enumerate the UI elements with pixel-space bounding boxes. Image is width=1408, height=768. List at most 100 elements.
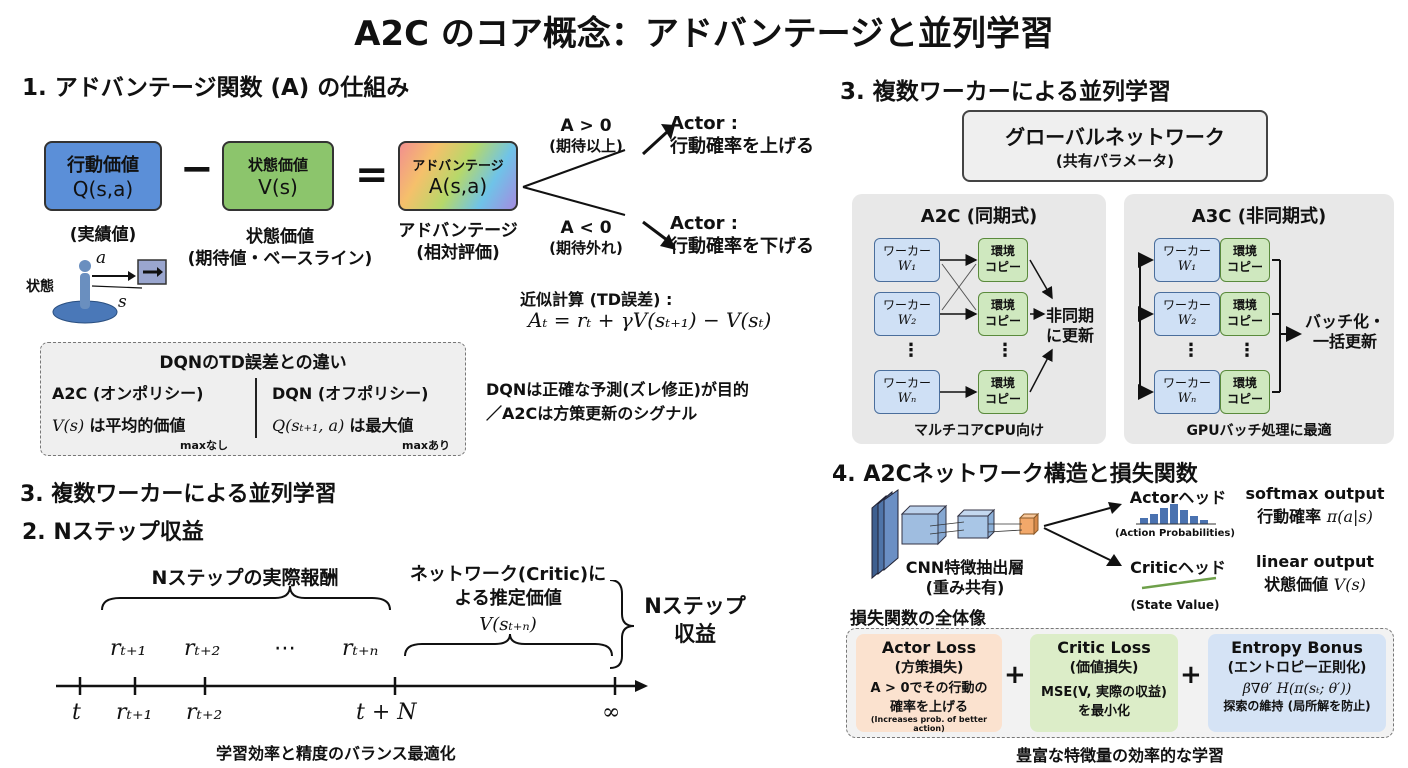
env-label: 環境 <box>990 298 1015 312</box>
entropy-line2: 探索の維持 (局所解を防止) <box>1223 699 1371 713</box>
v-box-expr: V(s) <box>258 174 298 199</box>
a2c-update-2: に更新 <box>1045 326 1094 345</box>
worker-sub: W₁ <box>897 259 917 274</box>
dqn-right-head: DQN (オフポリシー) <box>272 384 429 403</box>
a3c-update-2: 一括更新 <box>1312 332 1377 351</box>
worker-label: ワーカー <box>1162 376 1211 390</box>
softmax-title: softmax output <box>1245 484 1385 503</box>
dqn-right-text: は最大値 <box>349 416 414 435</box>
env-label: 環境 <box>1232 244 1257 258</box>
neg-effect: 行動確率を下げる <box>670 236 814 257</box>
a2c-update-label: 非同期 に更新 <box>1038 306 1102 346</box>
state-value-label: (State Value) <box>1130 598 1220 612</box>
q-box-expr: Q(s,a) <box>72 177 134 201</box>
section-4-heading: 4. A2Cネットワーク構造と損失関数 <box>832 462 1198 487</box>
tick-r2: rₜ₊₂ <box>186 700 223 725</box>
total-2: 収益 <box>674 622 716 646</box>
a2c-env-1: 環境コピー <box>978 238 1028 282</box>
approx-label: 近似計算 (TD誤差) : <box>520 290 673 309</box>
actor-loss-line1: A > 0でその行動の <box>870 681 988 696</box>
cnn-2: (重み共有) <box>925 578 1005 597</box>
tick-tN: t + N <box>356 700 417 725</box>
reward-rN: rₜ₊ₙ <box>342 636 379 661</box>
a3c-env-n: 環境コピー <box>1220 370 1270 414</box>
actor-loss-note: (Increases prob. of better action) <box>870 715 988 733</box>
global-network-box: グローバルネットワーク (共有パラメータ) <box>962 110 1268 182</box>
neg-actor: Actor : <box>670 213 738 234</box>
actor-loss-box: Actor Loss (方策損失) A > 0でその行動の 確率を上げる (In… <box>856 634 1002 733</box>
a3c-env-2: 環境コピー <box>1220 292 1270 336</box>
entropy-sub: (エントロピー正則化) <box>1227 660 1367 676</box>
nstep-timeline <box>56 580 648 695</box>
env-label: 環境 <box>1232 298 1257 312</box>
a3c-update-1: バッチ化・ <box>1304 312 1385 331</box>
section-2-heading: 2. Nステップ収益 <box>22 520 204 545</box>
a3c-env-dots: ⋮ <box>1238 340 1256 361</box>
v-value-box: 状態価値 V(s) <box>222 141 334 211</box>
actual-rewards-label: Nステップの実際報酬 <box>151 567 339 589</box>
softmax-expr: π(a|s) <box>1326 507 1373 526</box>
worker-label: ワーカー <box>1162 298 1211 312</box>
worker-sub: W₂ <box>897 313 917 328</box>
a3c-arrows <box>1138 252 1302 400</box>
q-caption: (実績値) <box>69 225 137 245</box>
env-label-2: コピー <box>1226 392 1263 406</box>
dqn-left-note: maxなし <box>180 439 228 452</box>
pos-cond: A > 0 <box>560 116 612 136</box>
env-label-2: コピー <box>984 314 1021 328</box>
v-caption-line2: (期待値・ベースライン) <box>187 249 373 269</box>
v-caption-line1: 状態価値 <box>246 227 314 247</box>
a2c-update-1: 非同期 <box>1045 306 1094 325</box>
worker-label: ワーカー <box>882 376 931 390</box>
cnn-1: CNN特徴抽出層 <box>905 558 1025 577</box>
dqn-side-note: DQNは正確な予測(ズレ修正)が目的 ／A2Cは方策更新のシグナル <box>486 378 749 426</box>
a2c-env-2: 環境コピー <box>978 292 1028 336</box>
section-1-heading: 1. アドバンテージ関数 (A) の仕組み <box>22 75 410 101</box>
equals-sign: = <box>355 152 389 198</box>
a3c-update-label: バッチ化・ 一括更新 <box>1304 312 1386 352</box>
dqn-left-expr: V(s) <box>52 416 85 435</box>
tick-t: t <box>72 700 81 725</box>
loss-heading: 損失関数の全体像 <box>850 609 986 629</box>
s-symbol: s <box>118 292 127 312</box>
reward-r2: rₜ₊₂ <box>184 636 221 661</box>
a2c-caption: マルチコアCPU向け <box>914 423 1044 439</box>
dqn-comparison-box <box>40 342 466 456</box>
pos-effect: 行動確率を上げる <box>670 136 814 157</box>
a2c-title: A2C (同期式) <box>920 206 1038 227</box>
critic-loss-line2: を最小化 <box>1077 704 1130 719</box>
softmax-desc: 行動確率 <box>1257 507 1322 526</box>
a-box-expr: A(s,a) <box>428 173 488 198</box>
worker-label: ワーカー <box>882 244 931 258</box>
cnn-label: CNN特徴抽出層 (重み共有) <box>890 558 1040 598</box>
net-label-1: ネットワーク(Critic)に <box>409 564 607 585</box>
v-caption: 状態価値 (期待値・ベースライン) <box>180 226 380 270</box>
advantage-box: アドバンテージ A(s,a) <box>398 141 518 211</box>
nstep-return-label: Nステップ 収益 <box>630 592 760 648</box>
nstep-caption: 学習効率と精度のバランス最適化 <box>216 744 456 763</box>
critic-loss-box: Critic Loss (価値損失) MSE(V, 実際の収益) を最小化 <box>1030 634 1178 732</box>
dqn-title: DQNのTD誤差との違い <box>159 353 347 373</box>
dqn-right-expr: Q(sₜ₊₁, a) <box>272 416 345 435</box>
entropy-bonus-box: Entropy Bonus (エントロピー正則化) β∇θ′ H(π(sₜ; θ… <box>1208 634 1386 732</box>
state-value-line <box>1141 576 1217 590</box>
a2c-env-n: 環境コピー <box>978 370 1028 414</box>
critic-loss-line1: MSE(V, 実際の収益) <box>1041 685 1167 700</box>
actor-loss-title: Actor Loss <box>881 638 977 657</box>
entropy-title: Entropy Bonus <box>1231 638 1363 657</box>
linear-desc: 状態価値 <box>1264 575 1329 594</box>
state-illustration <box>52 259 167 324</box>
a-box-label: アドバンテージ <box>412 158 504 174</box>
worker-label: ワーカー <box>1162 244 1211 258</box>
action-prob-histogram <box>1136 504 1216 525</box>
env-label-2: コピー <box>984 260 1021 274</box>
worker-sub: Wₙ <box>1177 391 1197 406</box>
env-label: 環境 <box>990 244 1015 258</box>
actor-head-label: Actorヘッド <box>1129 488 1227 507</box>
worker-sub: Wₙ <box>897 391 917 406</box>
a3c-worker-dots: ⋮ <box>1182 340 1200 361</box>
a3c-title: A3C (非同期式) <box>1191 206 1327 227</box>
